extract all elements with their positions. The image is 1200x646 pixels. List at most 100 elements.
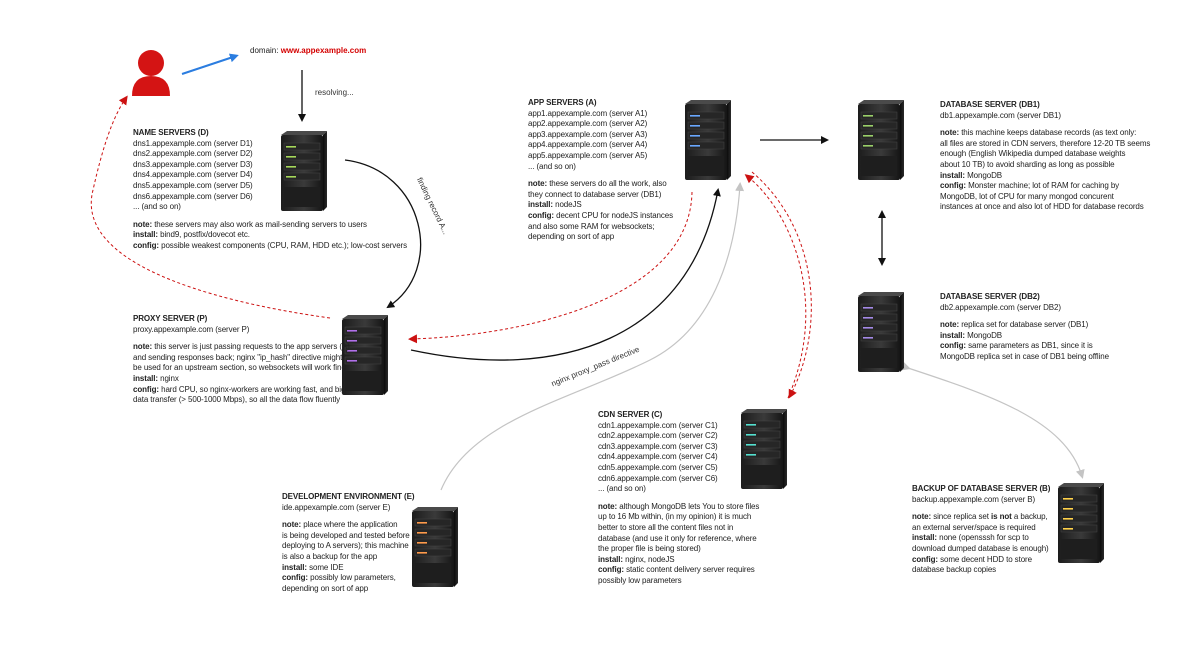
list-item: dns5.appexample.com (server D5) bbox=[133, 180, 253, 190]
note-line: database (and use it only for reference,… bbox=[598, 533, 757, 543]
backup-server-icon bbox=[1058, 483, 1104, 563]
install-line: install: none (opensssh for scp to bbox=[912, 533, 1029, 543]
note-line: note: these servers may also work as mai… bbox=[133, 219, 367, 229]
app-to-cdn-dashed bbox=[751, 171, 812, 399]
config-line: config: Monster machine; lot of RAM for … bbox=[940, 181, 1120, 191]
backup-subtitle: backup.appexample.com (server B) bbox=[912, 494, 1036, 504]
dns-to-user-dashed bbox=[90, 95, 331, 319]
config-line: instances at once and also lot of HDD fo… bbox=[940, 202, 1144, 212]
note-line: note: since replica set is not a backup, bbox=[912, 512, 1048, 522]
app-to-proxy-dashed bbox=[408, 191, 693, 344]
user-to-domain-arrow bbox=[181, 53, 239, 75]
cdn-to-app-dashed bbox=[744, 174, 807, 399]
dev-title: DEVELOPMENT ENVIRONMENT (E) bbox=[282, 492, 415, 501]
cdn-title: CDN SERVER (C) bbox=[598, 410, 663, 419]
app-server-icon bbox=[685, 100, 731, 180]
domain-prefix: domain: bbox=[250, 46, 279, 55]
backup-block: BACKUP OF DATABASE SERVER (B) backup.app… bbox=[912, 484, 1050, 576]
proxy-title: PROXY SERVER (P) bbox=[133, 314, 208, 323]
config-line: possibly low parameters bbox=[598, 575, 682, 585]
note-line: and sending responses back; nginx "ip_ha… bbox=[133, 352, 343, 362]
list-item: dns2.appexample.com (server D2) bbox=[133, 149, 253, 159]
note-line: the proper file is being stored) bbox=[598, 544, 701, 554]
install-line: download dumped database is enough) bbox=[912, 543, 1049, 553]
config-line: MongoDB replica set in case of DB1 being… bbox=[940, 351, 1109, 361]
install-line: install: nginx bbox=[133, 373, 179, 383]
dev-to-app-gray bbox=[440, 182, 745, 491]
connectors bbox=[90, 53, 1085, 491]
note-line: is being developed and tested before bbox=[282, 530, 410, 540]
proxy-subtitle: proxy.appexample.com (server P) bbox=[133, 324, 250, 334]
db1-title: DATABASE SERVER (DB1) bbox=[940, 100, 1040, 109]
list-item: dns6.appexample.com (server D6) bbox=[133, 191, 253, 201]
list-item: cdn3.appexample.com (server C3) bbox=[598, 441, 718, 451]
list-item: dns3.appexample.com (server D3) bbox=[133, 159, 253, 169]
db1-subtitle: db1.appexample.com (server DB1) bbox=[940, 110, 1061, 120]
config-line: config: static content delivery server r… bbox=[598, 565, 755, 575]
config-line: depending on sort of app bbox=[282, 583, 369, 593]
config-line: config: same parameters as DB1, since it… bbox=[940, 341, 1093, 351]
config-line: config: decent CPU for nodeJS instances bbox=[528, 210, 674, 220]
resolving-label: resolving... bbox=[315, 88, 354, 97]
db2-title: DATABASE SERVER (DB2) bbox=[940, 292, 1040, 301]
db2-subtitle: db2.appexample.com (server DB2) bbox=[940, 302, 1061, 312]
proxy-to-app-arrow bbox=[410, 188, 721, 361]
config-line: and also some RAM for websockets; bbox=[528, 221, 655, 231]
config-line: config: hard CPU, so nginx-workers are w… bbox=[133, 384, 346, 394]
install-line: install: bind9, postfix/dovecot etc. bbox=[133, 230, 250, 240]
cdn-block: CDN SERVER (C) cdn1.appexample.com (serv… bbox=[598, 410, 759, 587]
note-line: is also a backup for the app bbox=[282, 551, 378, 561]
note-line: all files are stored in CDN servers, the… bbox=[940, 138, 1151, 148]
backup-title: BACKUP OF DATABASE SERVER (B) bbox=[912, 484, 1051, 493]
note-line: note: replica set for database server (D… bbox=[940, 320, 1089, 330]
config-line: config: some decent HDD to store bbox=[912, 554, 1032, 564]
list-item: app2.appexample.com (server A2) bbox=[528, 119, 648, 129]
list-item: app3.appexample.com (server A3) bbox=[528, 129, 648, 139]
config-line: config: possible weakest components (CPU… bbox=[133, 240, 408, 250]
note-line: an external server/space is required bbox=[912, 522, 1036, 532]
dns-to-proxy-arrow bbox=[344, 159, 422, 309]
note-line: they connect to database server (DB1) bbox=[528, 189, 662, 199]
name-servers-title: NAME SERVERS (D) bbox=[133, 128, 209, 137]
domain-label: domain: www.appexample.com bbox=[250, 46, 366, 55]
app-title: APP SERVERS (A) bbox=[528, 98, 597, 107]
install-line: install: nodeJS bbox=[528, 200, 582, 210]
note-line: note: this server is just passing reques… bbox=[133, 342, 350, 352]
config-line: MongoDB, lot of CPU for many mongod conc… bbox=[940, 191, 1114, 201]
note-line: about 10 TB) to avoid sharding as long a… bbox=[940, 159, 1115, 169]
cdn-server-icon bbox=[741, 409, 787, 489]
note-line: be used for an upstream section, so webs… bbox=[133, 363, 346, 373]
list-item: app4.appexample.com (server A4) bbox=[528, 140, 648, 150]
db1-server-icon bbox=[858, 100, 904, 180]
note-line: enough (English Wikipedia dumped databas… bbox=[940, 149, 1126, 159]
note-line: up to 16 Mb within, (in my opinion) it i… bbox=[598, 512, 752, 522]
list-item: app1.appexample.com (server A1) bbox=[528, 108, 648, 118]
note-line: note: although MongoDB lets You to store… bbox=[598, 501, 760, 511]
list-item: cdn5.appexample.com (server C5) bbox=[598, 462, 718, 472]
name-servers-block: NAME SERVERS (D) dns1.appexample.com (se… bbox=[133, 128, 407, 252]
list-item: ... (and so on) bbox=[133, 202, 181, 212]
note-line: note: place where the application bbox=[282, 520, 398, 530]
list-item: ... (and so on) bbox=[528, 161, 576, 171]
install-line: install: MongoDB bbox=[940, 330, 1002, 340]
install-line: install: nginx, nodeJS bbox=[598, 554, 675, 564]
list-item: app5.appexample.com (server A5) bbox=[528, 150, 648, 160]
config-line: depending on sort of app bbox=[528, 232, 615, 242]
config-line: database backup copies bbox=[912, 565, 997, 575]
list-item: cdn2.appexample.com (server C2) bbox=[598, 431, 718, 441]
dev-block: DEVELOPMENT ENVIRONMENT (E) ide.appexamp… bbox=[282, 492, 415, 594]
domain-url[interactable]: www.appexample.com bbox=[280, 46, 367, 55]
proxy-server-icon bbox=[342, 315, 388, 395]
user-icon bbox=[132, 50, 170, 96]
dev-server-icon bbox=[412, 507, 458, 587]
note-line: note: these servers do all the work, als… bbox=[528, 179, 667, 189]
db2-block: DATABASE SERVER (DB2) db2.appexample.com… bbox=[940, 292, 1109, 363]
config-line: config: possibly low parameters, bbox=[282, 573, 396, 583]
proxy-server-block: PROXY SERVER (P) proxy.appexample.com (s… bbox=[133, 314, 350, 406]
note-line: better to store all the content files no… bbox=[598, 522, 734, 532]
list-item: ... (and so on) bbox=[598, 484, 646, 494]
install-line: install: MongoDB bbox=[940, 170, 1002, 180]
note-line: note: this machine keeps database record… bbox=[940, 128, 1137, 138]
name-servers-list: dns1.appexample.com (server D1) dns2.app… bbox=[133, 139, 407, 213]
